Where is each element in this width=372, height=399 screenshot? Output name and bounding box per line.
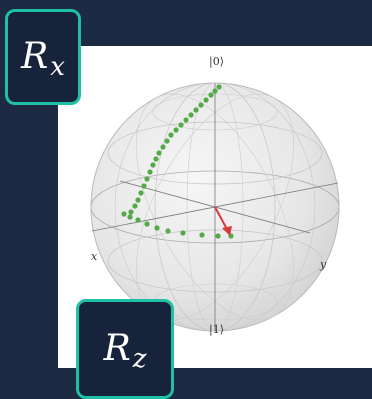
rx-gate-letter: R [21, 36, 49, 77]
rz-gate-subscript: z [132, 344, 147, 374]
bloch-sphere [90, 82, 340, 332]
state-vector-arrowhead [222, 226, 232, 236]
trajectory-point [178, 122, 184, 128]
trajectory-point [208, 92, 214, 98]
ket-one-label: |1⟩ [209, 323, 224, 336]
trajectory-point [153, 156, 159, 162]
rx-gate-subscript: x [50, 52, 65, 82]
trajectory-point [203, 97, 209, 103]
trajectory-point [164, 138, 170, 144]
trajectory-point [216, 84, 222, 90]
trajectory-points [121, 84, 234, 239]
trajectory-point [141, 183, 147, 189]
rz-gate-letter: R [103, 328, 131, 369]
trajectory-point [156, 150, 162, 156]
trajectory-point [128, 209, 134, 215]
trajectory-point [183, 117, 189, 123]
ket-zero-label: |0⟩ [209, 55, 224, 68]
trajectory-point [188, 112, 194, 118]
trajectory-point [180, 230, 186, 236]
trajectory-point [165, 228, 171, 234]
state-vector [214, 206, 229, 232]
trajectory-point [198, 102, 204, 108]
trajectory-point [144, 221, 150, 227]
trajectory-point [121, 211, 127, 217]
trajectory-point [150, 162, 156, 168]
x-axis-label: x [91, 250, 98, 263]
trajectory-point [154, 225, 160, 231]
trajectory-point [173, 127, 179, 133]
trajectory-point [168, 132, 174, 138]
y-axis-label: y [320, 258, 327, 271]
trajectory-point [132, 203, 138, 209]
trajectory-point [199, 232, 205, 238]
trajectory-point [215, 233, 221, 239]
trajectory-point [127, 214, 133, 220]
trajectory-point [135, 197, 141, 203]
longitude-line [135, 93, 295, 321]
trajectory-point [144, 176, 150, 182]
trajectory-point [212, 88, 218, 94]
trajectory-point [160, 144, 166, 150]
trajectory-point [135, 217, 141, 223]
trajectory-point [147, 169, 153, 175]
trajectory-point [193, 107, 199, 113]
trajectory-point [138, 190, 144, 196]
